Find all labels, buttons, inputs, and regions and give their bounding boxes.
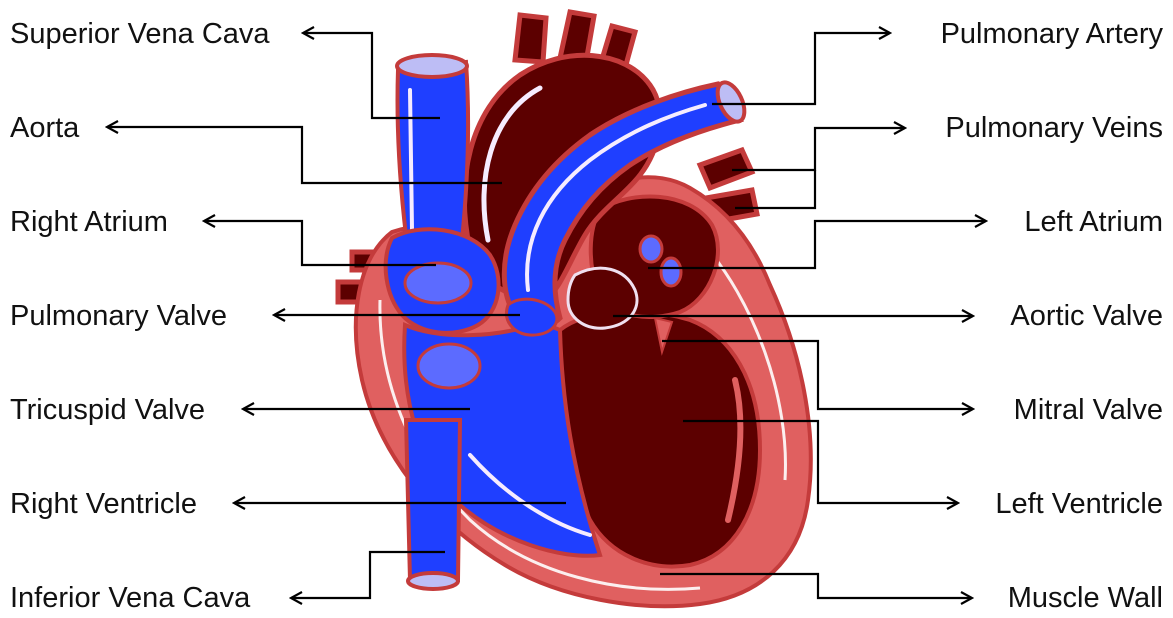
pulmonary-vein-opening — [640, 236, 662, 262]
label-mitral-valve: Mitral Valve — [1014, 394, 1163, 426]
pulmonary-valve-shape — [507, 299, 557, 335]
inferior-vena-cava — [406, 420, 460, 580]
label-left-atrium: Left Atrium — [1024, 206, 1163, 238]
label-aorta: Aorta — [10, 112, 80, 144]
right-atrium-opening — [405, 263, 471, 303]
inferior-vena-cava-opening — [408, 573, 458, 589]
label-pulmonary-veins: Pulmonary Veins — [945, 112, 1163, 144]
label-aortic-valve: Aortic Valve — [1010, 300, 1163, 332]
leader-pulmonary-veins — [732, 128, 905, 170]
label-superior-vena-cava: Superior Vena Cava — [10, 18, 270, 50]
superior-vena-cava-opening — [397, 55, 467, 77]
label-left-ventricle: Left Ventricle — [995, 488, 1163, 520]
labels-right: Pulmonary Artery Pulmonary Veins Left At… — [941, 18, 1164, 614]
label-tricuspid-valve: Tricuspid Valve — [10, 394, 205, 426]
heart-illustration — [338, 12, 811, 606]
label-right-ventricle: Right Ventricle — [10, 488, 197, 520]
label-muscle-wall: Muscle Wall — [1008, 582, 1163, 614]
pulmonary-vein-opening — [661, 258, 681, 286]
label-pulmonary-valve: Pulmonary Valve — [10, 300, 227, 332]
svc-highlight — [410, 90, 412, 230]
label-pulmonary-artery: Pulmonary Artery — [941, 18, 1164, 50]
tricuspid-opening — [418, 344, 480, 388]
label-right-atrium: Right Atrium — [10, 206, 168, 238]
label-inferior-vena-cava: Inferior Vena Cava — [10, 582, 251, 614]
labels-left: Superior Vena Cava Aorta Right Atrium Pu… — [10, 18, 270, 614]
aortic-valve-shape — [568, 268, 637, 328]
